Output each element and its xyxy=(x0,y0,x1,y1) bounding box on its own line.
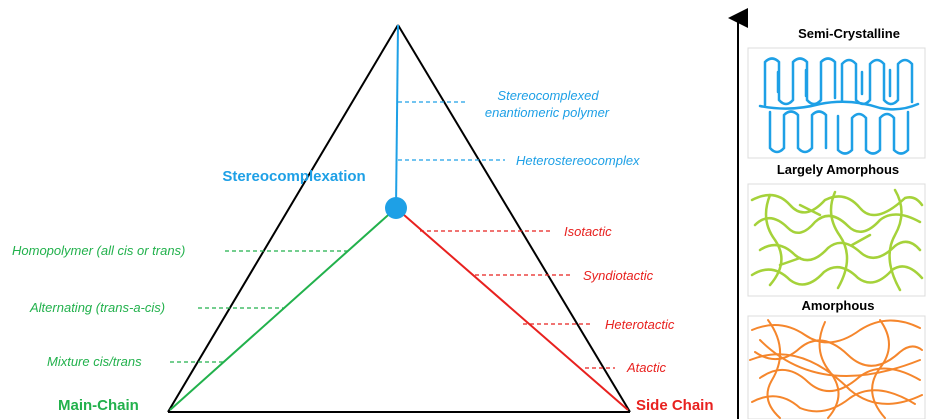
largely-amorphous-panel xyxy=(747,183,926,297)
triangle-right-edge xyxy=(397,24,631,413)
main-chain-axis-line xyxy=(169,207,397,411)
triangle-left-edge xyxy=(167,24,399,413)
side-label-syndiotactic: Syndiotactic xyxy=(583,268,654,283)
main-label-mixture: Mixture cis/trans xyxy=(47,354,142,369)
largely-amorphous-label: Largely Amorphous xyxy=(777,162,899,177)
center-node xyxy=(385,197,407,219)
amorphous-chains-illustration xyxy=(749,319,923,419)
semi-crystalline-panel xyxy=(747,47,926,159)
largely-amorphous-chains-illustration xyxy=(750,188,924,292)
stereo-label-2: Heterostereocomplex xyxy=(516,153,640,168)
side-chain-corner-label: Side Chain xyxy=(636,397,714,414)
stereo-label-1a: Stereocomplexed xyxy=(497,88,599,103)
side-label-heterotactic: Heterotactic xyxy=(605,317,675,332)
side-label-isotactic: Isotactic xyxy=(564,224,612,239)
stereo-axis-line xyxy=(395,24,399,209)
semi-crystalline-label: Semi-Crystalline xyxy=(798,26,900,41)
semi-crystalline-chains-illustration xyxy=(758,57,920,155)
amorphous-label: Amorphous xyxy=(802,298,875,313)
main-chain-corner-label: Main-Chain xyxy=(58,397,139,414)
side-chain-axis-line xyxy=(395,207,629,411)
side-label-atactic: Atactic xyxy=(626,360,667,375)
stereocomplexation-label: Stereocomplexation xyxy=(222,168,365,185)
stereo-label-1b: enantiomeric polymer xyxy=(485,105,610,120)
main-label-homopolymer: Homopolymer (all cis or trans) xyxy=(12,243,185,258)
main-label-alternating: Alternating (trans-a-cis) xyxy=(29,300,165,315)
amorphous-panel xyxy=(747,315,926,419)
